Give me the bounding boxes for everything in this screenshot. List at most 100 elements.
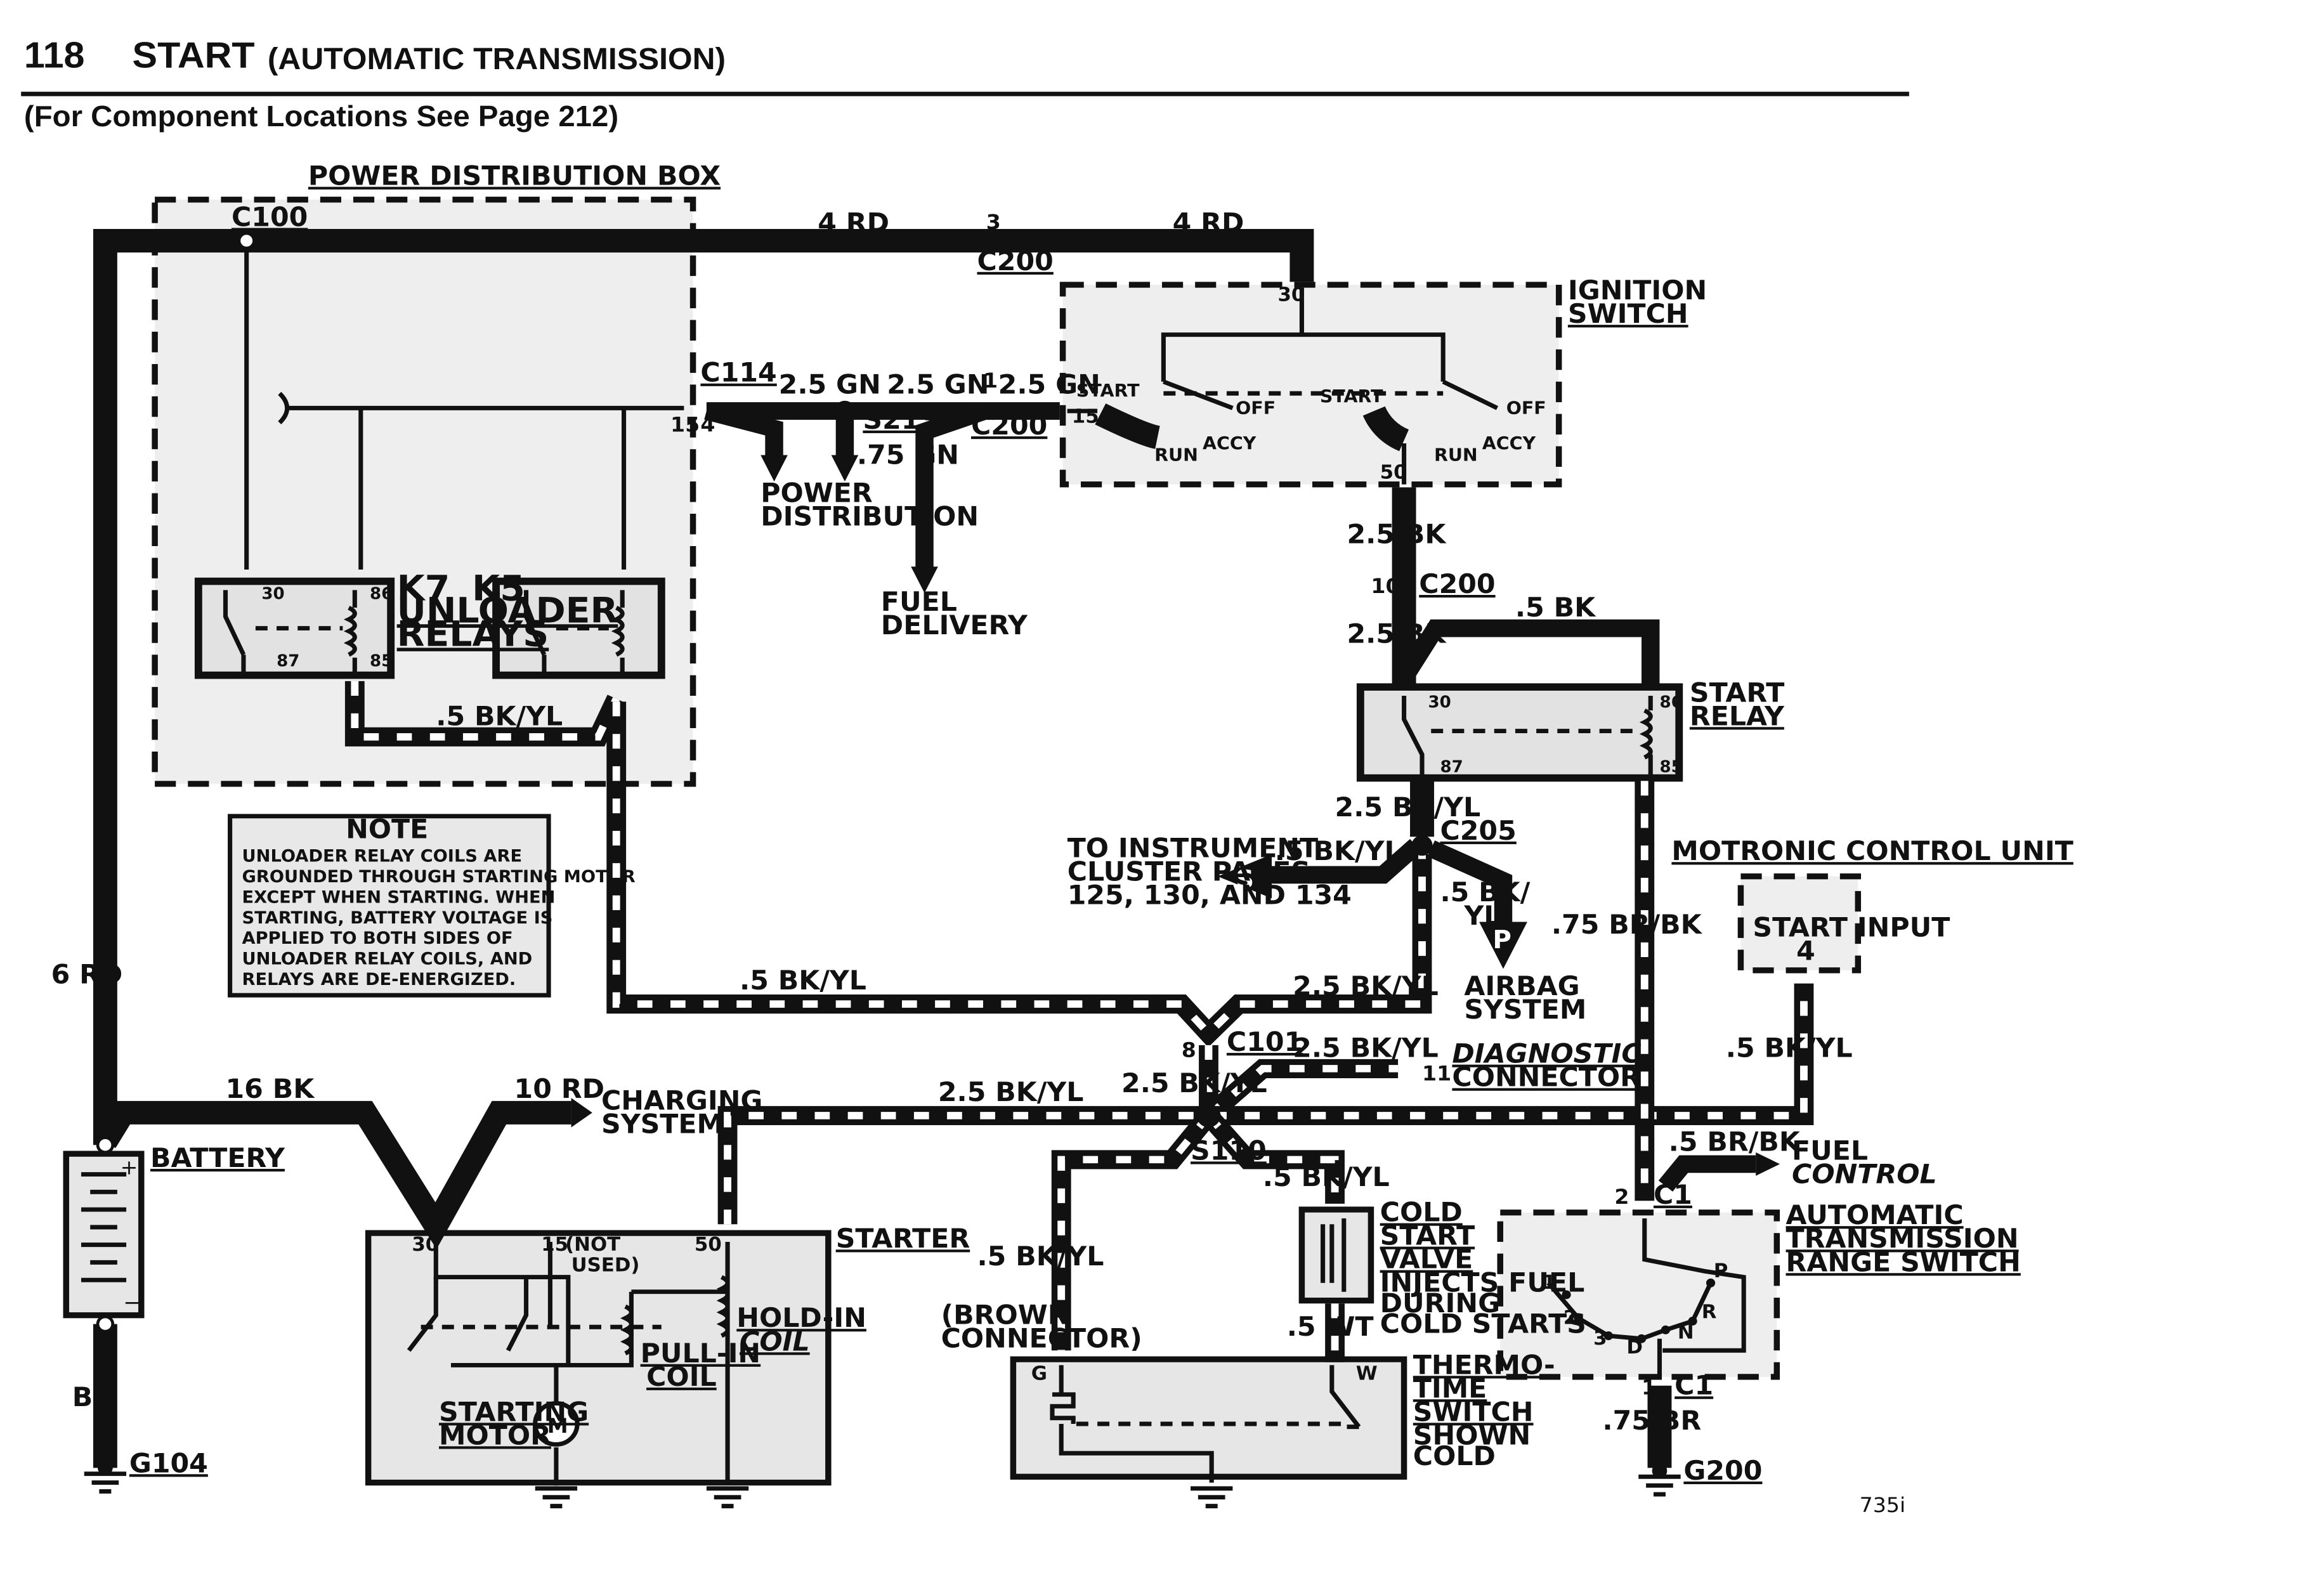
ign-start-1: START [1076, 380, 1140, 401]
wire-6rd: 6 RD [51, 959, 123, 989]
fuel-control-label-2: CONTROL [1792, 1159, 1937, 1189]
wire-10rd: 10 RD [514, 1074, 604, 1104]
k7-pin-87: 87 [277, 652, 299, 671]
connector-c200-gn: C200 [971, 410, 1047, 441]
hold-in-label-1: HOLD-IN [736, 1303, 866, 1333]
wire-075brbk: .75 BR/BK [1551, 909, 1702, 939]
thermo-label-3: SWITCH [1413, 1397, 1534, 1427]
wire-16bk: 16 BK [225, 1074, 315, 1104]
pull-in-label-2: COIL [646, 1361, 717, 1392]
markers: S P [1217, 854, 1527, 969]
power-distribution-label-1: POWER [761, 478, 873, 508]
diagnostic-label-1: DIAGNOSTIC [1452, 1038, 1641, 1069]
destination-labels: POWER DISTRIBUTION FUEL DELIVERY CHARGIN… [601, 478, 1937, 1354]
wire-25bkyl-starter: 2.5 BK/YL [938, 1076, 1084, 1107]
battery-plus: + [121, 1156, 138, 1180]
note-line-5: APPLIED TO BOTH SIDES OF [242, 929, 513, 948]
starting-motor-label-2: MOTOR [439, 1420, 551, 1451]
battery [63, 1151, 145, 1319]
wire-05bkyl-relays: .5 BK/YL [436, 701, 563, 731]
wire-05bkyl-airbag-2: YL [1463, 901, 1501, 931]
wire-25bkyl-c101: 2.5 BK/YL [1293, 971, 1439, 1001]
gear-n: N [1678, 1322, 1694, 1344]
k7-pin-30: 30 [261, 585, 284, 604]
cold-start-note-2: DURING [1380, 1288, 1500, 1319]
note-title: NOTE [346, 814, 428, 844]
thermo-pin-g: G [1031, 1363, 1047, 1385]
thermo-pin-w: W [1356, 1363, 1378, 1385]
wire-05bk: .5 BK [1515, 592, 1596, 623]
instrument-cluster-label-3: 125, 130, AND 134 [1067, 880, 1352, 910]
wire-05bkyl-long: .5 BK/YL [740, 965, 866, 995]
striped-wires [344, 681, 1814, 1362]
pin-15-ign: 15 [1072, 406, 1099, 428]
trs-label-2: TRANSMISSION [1786, 1223, 2019, 1254]
fuel-control-label-1: FUEL [1792, 1135, 1868, 1166]
brown-connector-label-1: (BROWN [941, 1300, 1071, 1330]
thermo-label-1: THERMO- [1413, 1350, 1555, 1380]
gear-3: 3 [1593, 1327, 1607, 1350]
starting-motor-label-1: STARTING [439, 1397, 589, 1427]
st-pin-30: 30 [412, 1234, 439, 1256]
pin-8-c101: 8 [1182, 1038, 1196, 1062]
pin-labels: 30 15 50 15 4 1 3 10 8 11 2 1 30 86 87 8… [261, 210, 1728, 1399]
wire-25bkyl-diag: 2.5 BK/YL [1293, 1033, 1439, 1063]
page-header: 118 START (AUTOMATIC TRANSMISSION) (For … [21, 35, 1909, 133]
connector-c114: C114 [700, 357, 776, 388]
note-line-3: EXCEPT WHEN STARTING. WHEN [242, 888, 556, 908]
wire-05wt: .5 WT [1287, 1312, 1374, 1342]
thermo-label-2: TIME [1413, 1373, 1487, 1404]
cold-start-label-1: COLD [1380, 1197, 1463, 1227]
power-distribution-box-label: POWER DISTRIBUTION BOX [308, 160, 721, 191]
connector-c1-top: C1 [1654, 1179, 1692, 1210]
component-locations-note: (For Component Locations See Page 212) [24, 100, 618, 133]
splice-s110: S110 [1191, 1135, 1267, 1166]
pin-10-c200: 10 [1371, 574, 1400, 598]
battery-minus: − [123, 1291, 141, 1315]
wire-05bkyl-thermo: .5 BK/YL [977, 1241, 1104, 1271]
ground-g200: G200 [1683, 1455, 1762, 1485]
sr-pin-86: 86 [1659, 693, 1682, 712]
splice-s213: S213 [863, 404, 939, 434]
page-number: 118 [24, 35, 85, 75]
starter-box [365, 1230, 832, 1486]
connector-labels: C100 C200 C200 C200 C114 S213 C205 C101 … [129, 202, 1763, 1486]
start-relay-label-1: START [1690, 677, 1785, 708]
charging-system-label-2: SYSTEM [601, 1109, 724, 1139]
cold-start-note-3: COLD STARTS [1380, 1308, 1586, 1339]
pin-50-ign: 50 [1380, 462, 1407, 484]
unloader-relays-label-1: UNLOADER [397, 590, 618, 631]
marker-s: S [1236, 866, 1254, 894]
start-relay-label-2: RELAY [1690, 701, 1784, 731]
component-internal-labels: STARTING MOTOR PULL-IN COIL HOLD-IN COIL… [439, 1234, 866, 1451]
diagnostic-label-2: CONNECTOR [1452, 1062, 1641, 1092]
note-line-7: RELAYS ARE DE-ENERGIZED. [242, 970, 516, 989]
connector-c200-top: C200 [977, 245, 1053, 276]
starter-label: STARTER [836, 1223, 970, 1254]
sr-pin-87: 87 [1440, 758, 1463, 777]
wire-labels: 4 RD 4 RD 6 RD 16 BK 10 RD BR 2.5 GN 2.5… [51, 207, 1853, 1436]
st-pin-15: 15 [541, 1234, 568, 1256]
grounds [84, 1460, 1681, 1509]
hold-in-label-2: COIL [740, 1326, 810, 1357]
ign-start-2: START [1320, 386, 1383, 407]
marker-s-arrow [1217, 854, 1272, 899]
ign-accy-2: ACCY [1482, 433, 1536, 454]
pin-2-c1: 2 [1614, 1185, 1629, 1209]
trs-label-3: RANGE SWITCH [1786, 1247, 2021, 1277]
note-line-4: STARTING, BATTERY VOLTAGE IS [242, 908, 553, 928]
cold-start-label-2: START [1380, 1220, 1475, 1251]
battery-label: BATTERY [150, 1142, 285, 1173]
wire-25gn-a: 2.5 GN [779, 369, 881, 400]
wire-4rd-right: 4 RD [1173, 207, 1244, 238]
thermo-time-switch-box [1010, 1356, 1407, 1480]
note-line-6: UNLOADER RELAY COILS, AND [242, 949, 533, 969]
ignition-switch-label-1: IGNITION [1568, 275, 1707, 306]
marker-p-arrow [1479, 922, 1527, 969]
connector-c1-bottom: C1 [1674, 1370, 1713, 1400]
sr-pin-85: 85 [1659, 758, 1682, 777]
ign-off-1: OFF [1236, 398, 1276, 419]
wire-05bkyl-airbag: .5 BK/ [1440, 877, 1530, 908]
solid-wires [93, 229, 1780, 1468]
